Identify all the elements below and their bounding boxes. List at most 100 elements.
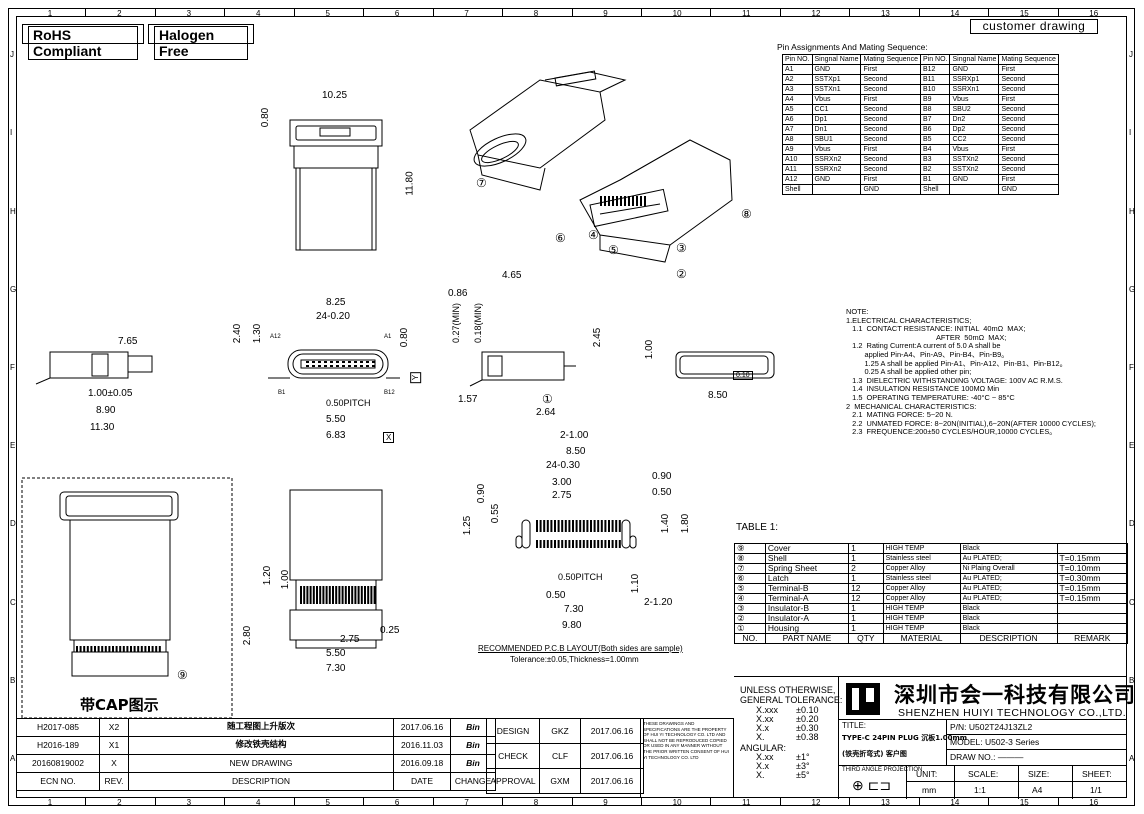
- zone-row-label: E: [10, 441, 16, 451]
- pin-table-title: Pin Assignments And Mating Sequence:: [777, 42, 928, 52]
- revision-cell: NEW DRAWING: [128, 754, 394, 773]
- zone-row-label: D: [10, 519, 16, 529]
- part-cell: ③: [734, 603, 766, 614]
- front-contact: [348, 365, 351, 367]
- part-cell: Au PLATED;: [959, 593, 1058, 604]
- zone-row-label: A: [10, 753, 16, 763]
- pcb-pad: [572, 520, 574, 532]
- dim-mid-027: 0.27(MIN): [451, 302, 462, 344]
- company-name-en: SHENZHEN HUIYI TECHNOLOGY CO.,LTD.: [898, 707, 1127, 719]
- tol-key: X.xxx: [756, 705, 779, 715]
- part-cell: Au PLATED;: [959, 553, 1058, 564]
- front-contact: [348, 361, 351, 363]
- pcb-pad: [579, 540, 582, 548]
- iso-terminal: [604, 196, 606, 206]
- revision-cell: H2016-189: [16, 736, 100, 755]
- part-cell: T=0.15mm: [1056, 583, 1128, 594]
- zone-column-label: 1: [47, 9, 53, 18]
- part-cell: 1: [848, 543, 884, 554]
- note-line: 2 MECHANICAL CHARACTERISTICS:: [846, 401, 977, 411]
- iso-terminal: [620, 196, 622, 206]
- pcb-pad: [564, 520, 567, 532]
- part-cell: Stainless steel: [882, 573, 961, 584]
- front-contact: [366, 365, 369, 367]
- middle-side-view: [469, 351, 576, 387]
- dim-side-1130: 11.30: [90, 422, 115, 433]
- cap-terminal: [112, 646, 114, 652]
- rohs-badge: RoHS Compliant: [22, 24, 144, 60]
- tolerance-title2: GENERAL TOLERANCE:: [740, 695, 843, 705]
- part-header: NO.: [734, 633, 766, 644]
- iso-terminal: [632, 196, 634, 206]
- ang-val: ±5°: [796, 770, 810, 780]
- zone-row-label: D: [1129, 519, 1135, 529]
- pcb-pad: [618, 520, 621, 532]
- part-cell: T=0.30mm: [1056, 573, 1128, 584]
- balloon-2: ②: [676, 267, 687, 281]
- dim-pcb-980: 9.80: [562, 620, 582, 631]
- part-header: DESCRIPTION: [959, 633, 1058, 644]
- revision-cell: 修改铁壳结构: [128, 736, 394, 755]
- pcb-pad: [590, 540, 592, 548]
- dim-mid-018: 0.18(MIN): [473, 302, 484, 344]
- dim-pcb-0050: 0.50: [546, 590, 566, 601]
- zone-row-label: I: [1129, 128, 1132, 138]
- dim-top-height: 0.80: [260, 107, 272, 128]
- zone-column-label: 6: [394, 9, 400, 18]
- pcb-pad: [550, 520, 553, 532]
- iso-terminal: [616, 196, 618, 206]
- part-cell: ⑧: [734, 553, 766, 564]
- title-block: UNLESS OTHERWISE, GENERAL TOLERANCE: X.x…: [734, 676, 1135, 799]
- part-cell: ⑤: [734, 583, 766, 594]
- dim-bottom-550: 5.50: [326, 648, 346, 659]
- pcb-tolerance-note: Tolerance:±0.05,Thickness=1.00mm: [510, 655, 639, 664]
- dim-pcb-2-120: 2-1.20: [644, 597, 673, 608]
- balloon-7: ⑦: [476, 176, 487, 190]
- dim-side-890: 8.90: [96, 405, 116, 416]
- ang-key: X.xx: [756, 752, 774, 762]
- zone-column-label: 13: [880, 798, 890, 807]
- pcb-pad: [586, 540, 589, 548]
- zone-row-label: B: [10, 675, 16, 685]
- zone-column-label: 3: [186, 9, 192, 18]
- part-cell: HIGH TEMP: [882, 613, 961, 624]
- pcb-pad: [615, 540, 618, 548]
- bottom-terminal: [312, 586, 315, 604]
- pcb-pad: [615, 520, 618, 532]
- part-cell: ④: [734, 593, 766, 604]
- zone-column-label: 5: [325, 798, 330, 807]
- bottom-terminal: [364, 586, 366, 604]
- note-line: NOTE:: [846, 307, 869, 316]
- part-cell: 1: [848, 623, 884, 634]
- part-cell: Stainless steel: [882, 553, 961, 564]
- pcb-pad: [543, 540, 546, 548]
- front-contact: [336, 361, 339, 363]
- part-header: PART NAME: [764, 633, 850, 644]
- pcb-pad: [579, 520, 582, 532]
- part-cell: [1056, 613, 1128, 624]
- part-cell: T=0.15mm: [1056, 553, 1128, 564]
- dim-bottom-120: 1.20: [262, 565, 274, 586]
- property-disclaimer: THESE DRAWINGS AND SPECIFICATIONS ARE TH…: [640, 718, 734, 798]
- unit-label: UNIT:: [916, 769, 938, 779]
- bottom-terminal: [354, 586, 357, 604]
- note-line: 2.3 FREQUENCE:200±50 CYCLES/HOUR,10000 C…: [846, 427, 1057, 437]
- part-cell: T=0.15mm: [1056, 593, 1128, 604]
- revision-header: ECN NO.: [16, 772, 100, 791]
- front-contact: [324, 365, 327, 367]
- pcb-pad: [539, 520, 542, 532]
- pcb-pad: [546, 540, 549, 548]
- cap-view-label: 带CAP图示: [80, 696, 159, 714]
- model-number: MODEL: U502-3 Series: [950, 737, 1040, 747]
- zone-row-label: A: [1129, 753, 1135, 763]
- revision-header: CHANGE: [450, 772, 496, 791]
- cap-terminal: [101, 646, 104, 652]
- part-cell: [1056, 603, 1128, 614]
- angular-rows: X.xx±1°X.x±3°X.±5°: [756, 753, 810, 780]
- note-line: 2.1 MATING FORCE: 5~20 N.: [846, 410, 953, 420]
- title-line1: TYPE-C 24PIN PLUG 沉板1.00mm: [842, 734, 968, 742]
